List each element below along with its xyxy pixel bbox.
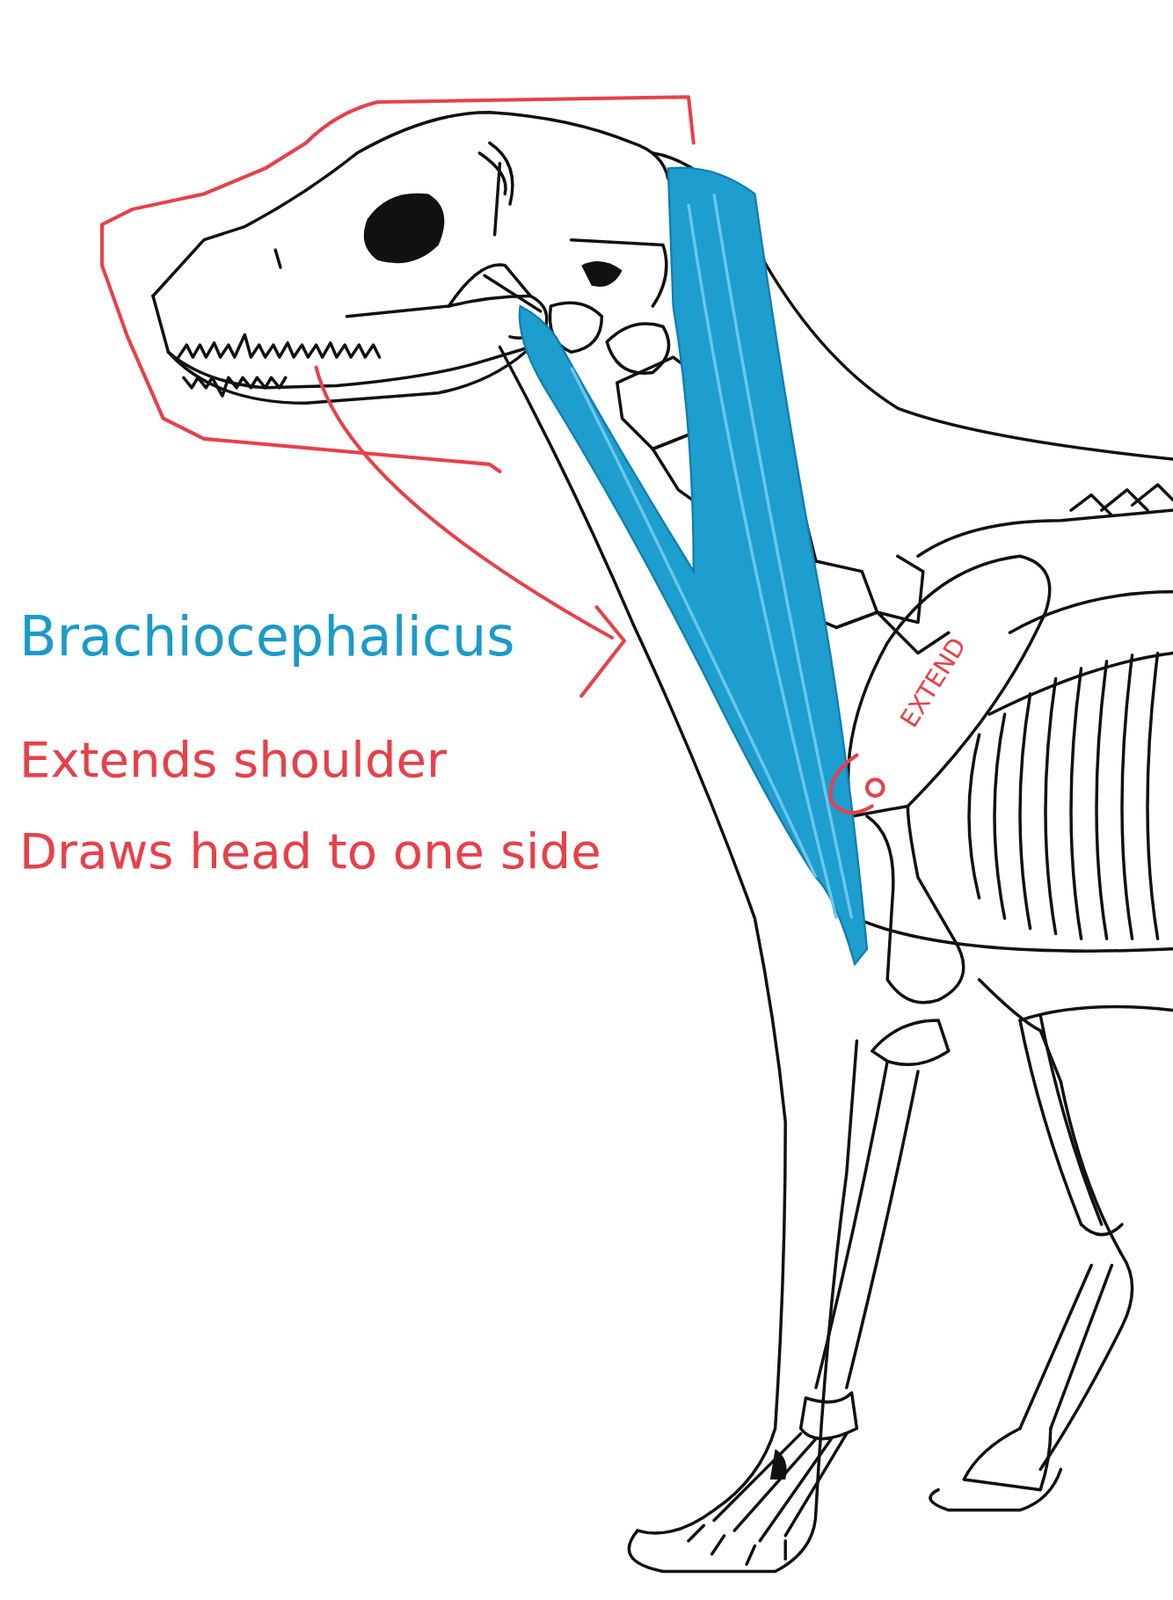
nostril-mark xyxy=(275,249,281,268)
rib-arch xyxy=(989,591,1173,714)
metacarpals xyxy=(714,1433,847,1541)
far-paw-outline xyxy=(930,1468,1061,1509)
humerus xyxy=(867,805,964,1002)
sternum-line xyxy=(856,918,1173,951)
callout-arrow xyxy=(316,367,612,638)
lower-jaw xyxy=(167,351,525,403)
skull-suture xyxy=(495,163,501,235)
front-paw-outline xyxy=(628,1040,857,1571)
upper-jaw xyxy=(153,295,531,387)
far-leg-outline xyxy=(979,979,1133,1470)
joint-circle xyxy=(867,779,884,796)
movement-label: EXTEND xyxy=(895,632,973,732)
jaw-process xyxy=(484,275,541,312)
skull-outline xyxy=(153,112,669,297)
dewclaw xyxy=(770,1448,787,1479)
lower-teeth xyxy=(183,377,286,396)
spinous-processes xyxy=(1071,484,1173,516)
eye-socket xyxy=(364,193,445,264)
action-note: Extends shoulder xyxy=(19,731,447,788)
far-paw xyxy=(963,1428,1051,1490)
head-region-outline xyxy=(102,96,694,472)
thoracic-spine xyxy=(918,510,1173,556)
arrowhead xyxy=(581,606,625,696)
joint-circle xyxy=(830,754,873,812)
carpals xyxy=(801,1391,858,1438)
muscle-name: Brachiocephalicus xyxy=(19,604,516,668)
brow-ridge xyxy=(479,142,513,204)
vertebra xyxy=(836,555,949,653)
radius-ulna xyxy=(816,1060,918,1387)
action-note: Draws head to one side xyxy=(19,823,602,880)
elbow xyxy=(872,1020,949,1064)
belly-line xyxy=(1020,1006,1173,1020)
skull-back xyxy=(571,240,667,306)
cheek-line xyxy=(346,295,531,316)
skull-foramen xyxy=(581,261,622,287)
muscle-fibres xyxy=(571,193,853,918)
scapula xyxy=(848,555,1050,816)
far-leg-bones xyxy=(1020,1014,1102,1224)
claws xyxy=(688,1524,786,1564)
far-leg-lower xyxy=(1020,1224,1122,1428)
teeth xyxy=(178,335,380,358)
atlas xyxy=(606,323,669,373)
